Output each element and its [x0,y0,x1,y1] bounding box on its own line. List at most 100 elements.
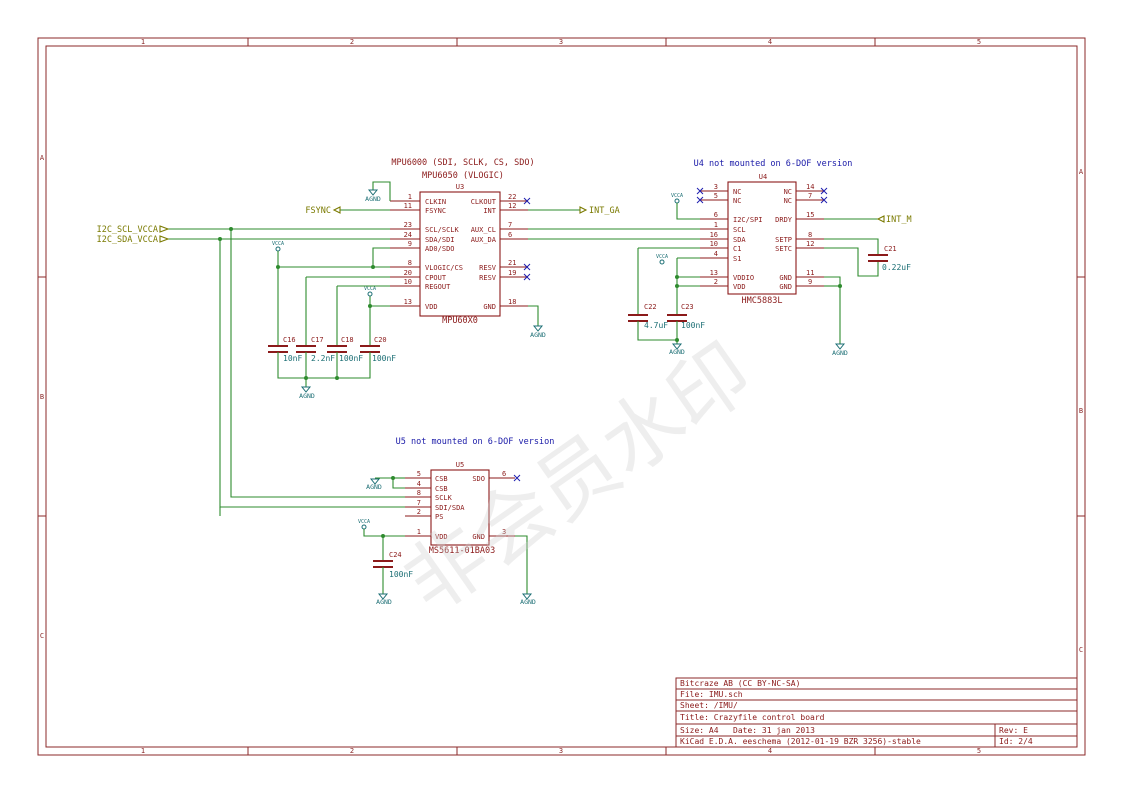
ms-note: U5 not mounted on 6-DOF version [396,437,555,447]
agnd-symbol: AGND [376,593,392,606]
pin-name: SDA [733,236,746,244]
pin-name: SDI/SDA [435,504,465,512]
hmc-value: HMC5883L [742,296,783,306]
pin-number: 11 [806,269,814,277]
pin-number: 3 [714,183,718,191]
pin-number: 1 [408,193,412,201]
cap-value: 100nF [681,321,705,330]
pin-number: 11 [404,202,412,210]
pin-number: 7 [508,221,512,229]
mpu-right-pins: 22 CLKOUT 12 INT 7 AUX_CL 6 AUX_DA 21 RE… [471,193,528,311]
ms-value: MS5611-01BA03 [429,546,496,556]
u4-hmc5883l: U4 not mounted on 6-DOF version U4 HMC58… [628,159,912,357]
agnd-symbol: AGND [299,386,315,400]
col-label: 4 [768,747,772,755]
capacitor-c21: C21 0.22uF [868,245,911,272]
tb-size: Size: A4 [680,726,719,735]
pin-number: 3 [502,528,506,536]
vcca-symbol: VCCA [364,286,376,297]
cap-ref: C24 [389,551,402,559]
pin-name: DRDY [775,216,793,224]
pin-name: PS [435,513,443,521]
mpu-note-1: MPU6000 (SDI, SCLK, CS, SDO) [391,158,534,168]
tb-sheet: Sheet: /IMU/ [680,701,738,710]
cap-value: 4.7uF [644,321,668,330]
col-label: 5 [977,38,981,46]
pin-number: 19 [508,269,516,277]
pin-name: NC [784,188,792,196]
pin-name: I2C/SPI [733,216,763,224]
tb-id: Id: 2/4 [999,737,1033,746]
cap-ref: C21 [884,245,897,253]
pin-number: 16 [710,231,718,239]
vcca-label: VCCA [656,254,668,260]
pin-number: 7 [808,192,812,200]
pin-number: 8 [408,259,412,267]
pin-number: 9 [808,278,812,286]
pin-number: 10 [404,278,412,286]
pin-number: 9 [408,240,412,248]
pin-name: C1 [733,245,741,253]
cap-value: 100nF [372,354,396,363]
pin-number: 5 [714,192,718,200]
pin-name: INT [483,207,496,215]
pin-name: SCL/SCLK [425,226,460,234]
hmc-right-pins: 14 NC 7 NC 15 DRDY 8 SETP 12 SETC 11 GND… [775,183,824,291]
agnd-symbol: AGND [365,189,381,203]
pin-name: GND [483,303,496,311]
pin-name: SCLK [435,494,453,502]
capacitor-c16: C16 10nF [268,336,302,363]
agnd-symbol: AGND [520,593,536,606]
agnd-label: AGND [365,195,381,203]
tb-title: Title: Crazyfile control board [680,713,825,722]
col-label: 3 [559,747,563,755]
mpu-note-2: MPU6050 (VLOGIC) [422,171,504,181]
u5-ms5611: U5 not mounted on 6-DOF version U5 MS561… [219,437,555,606]
pin-number: 1 [417,528,421,536]
pin-number: 20 [404,269,412,277]
agnd-label: AGND [376,598,392,606]
vcca-label: VCCA [364,286,376,292]
pin-name: GND [779,283,792,291]
net-label-fsync: FSYNC [305,206,331,216]
pin-number: 7 [417,499,421,507]
net-label-sda: I2C_SDA_VCCA [97,235,158,245]
row-label: B [1079,407,1083,415]
row-label: A [40,154,45,162]
pin-number: 22 [508,193,516,201]
net-label-int-ga: INT_GA [589,206,620,216]
cap-ref: C20 [374,336,387,344]
col-label: 5 [977,747,981,755]
pin-name: VDD [425,303,438,311]
pin-name: GND [779,274,792,282]
pin-number: 18 [508,298,516,306]
mpu-ref: U3 [456,183,464,191]
pin-number: 14 [806,183,814,191]
pin-name: FSYNC [425,207,446,215]
pin-name: AD0/SDO [425,245,455,253]
vcca-symbol: VCCA [656,254,668,265]
cap-ref: C18 [341,336,354,344]
vcca-label: VCCA [671,193,683,199]
pin-name: CSB [435,485,448,493]
pin-name: NC [784,197,792,205]
cap-ref: C23 [681,303,694,311]
agnd-label: AGND [299,392,315,400]
pin-number: 1 [714,221,718,229]
agnd-symbol: AGND [530,325,546,339]
pin-number: 10 [710,240,718,248]
pin-name: CSB [435,475,448,483]
pin-number: 5 [417,470,421,478]
hmc-ref: U4 [759,173,767,181]
cap-value: 2.2nF [311,354,335,363]
pin-name: RESV [479,264,497,272]
agnd-symbol: AGND [669,343,685,356]
col-label: 2 [350,747,354,755]
pin-number: 4 [714,250,718,258]
vcca-symbol: VCCA [272,241,284,252]
pin-name: REGOUT [425,283,451,291]
agnd-label: AGND [366,483,382,491]
pin-number: 2 [417,508,421,516]
col-label: 1 [141,38,145,46]
pin-name: VDD [733,283,746,291]
